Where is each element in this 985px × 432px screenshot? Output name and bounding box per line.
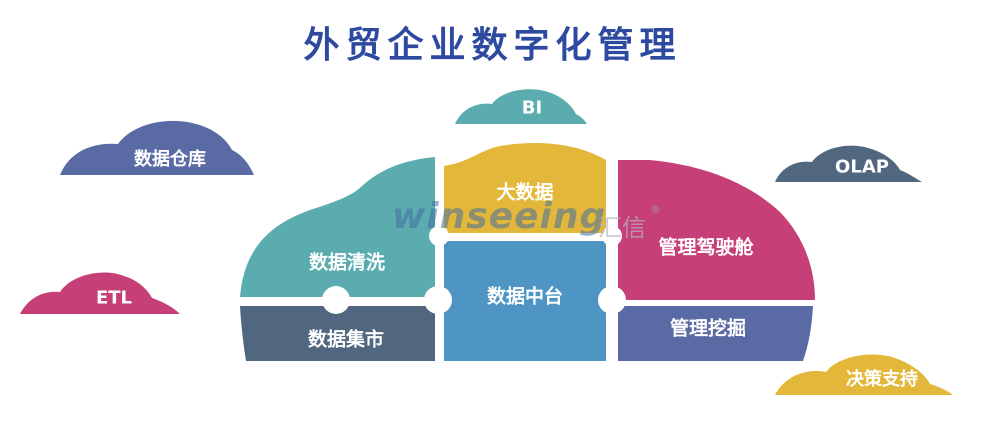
cloud-etl-shape <box>20 272 180 314</box>
joint-top-left-circle <box>429 226 449 246</box>
segment-data-cleaning-label: 数据清洗 <box>308 251 386 274</box>
joint-top-right-circle <box>602 226 622 246</box>
segment-data-middle-platform-label: 数据中台 <box>486 285 564 308</box>
joint-left-circle <box>322 286 350 314</box>
segment-big-data-label: 大数据 <box>496 181 554 204</box>
segment-management-mining-label: 管理挖掘 <box>669 317 747 340</box>
watermark-logo: winseeing <box>392 196 607 237</box>
cloud-decision-support-shape <box>775 354 953 395</box>
cloud-data-warehouse-shape <box>60 120 254 175</box>
watermark-cn: 汇信 <box>598 214 646 242</box>
cloud-bi-shape <box>455 89 587 124</box>
segment-data-cleaning-shape <box>240 157 435 297</box>
segment-data-mart-label: 数据集市 <box>307 328 385 351</box>
segment-management-cockpit-shape <box>618 160 815 300</box>
page-title: 外贸企业数字化管理 <box>303 24 682 66</box>
segment-management-cockpit-label: 管理驾驶舱 <box>658 236 754 259</box>
cloud-bi-label: BI <box>521 97 543 119</box>
cloud-decision-support-label: 决策支持 <box>846 369 918 390</box>
segment-management-mining-shape <box>618 306 813 361</box>
cloud-olap-label: OLAP <box>835 156 889 178</box>
segment-data-middle-platform-shape <box>444 241 606 361</box>
registered-mark: ® <box>650 203 661 216</box>
joint-center-right-circle <box>598 286 626 314</box>
joint-center-left-circle <box>424 286 452 314</box>
segment-data-mart-shape <box>240 306 435 361</box>
cloud-olap-shape <box>775 145 922 182</box>
cloud-etl-label: ETL <box>95 287 133 309</box>
cloud-data-warehouse-label: 数据仓库 <box>134 149 206 170</box>
segment-big-data-shape <box>444 142 606 233</box>
